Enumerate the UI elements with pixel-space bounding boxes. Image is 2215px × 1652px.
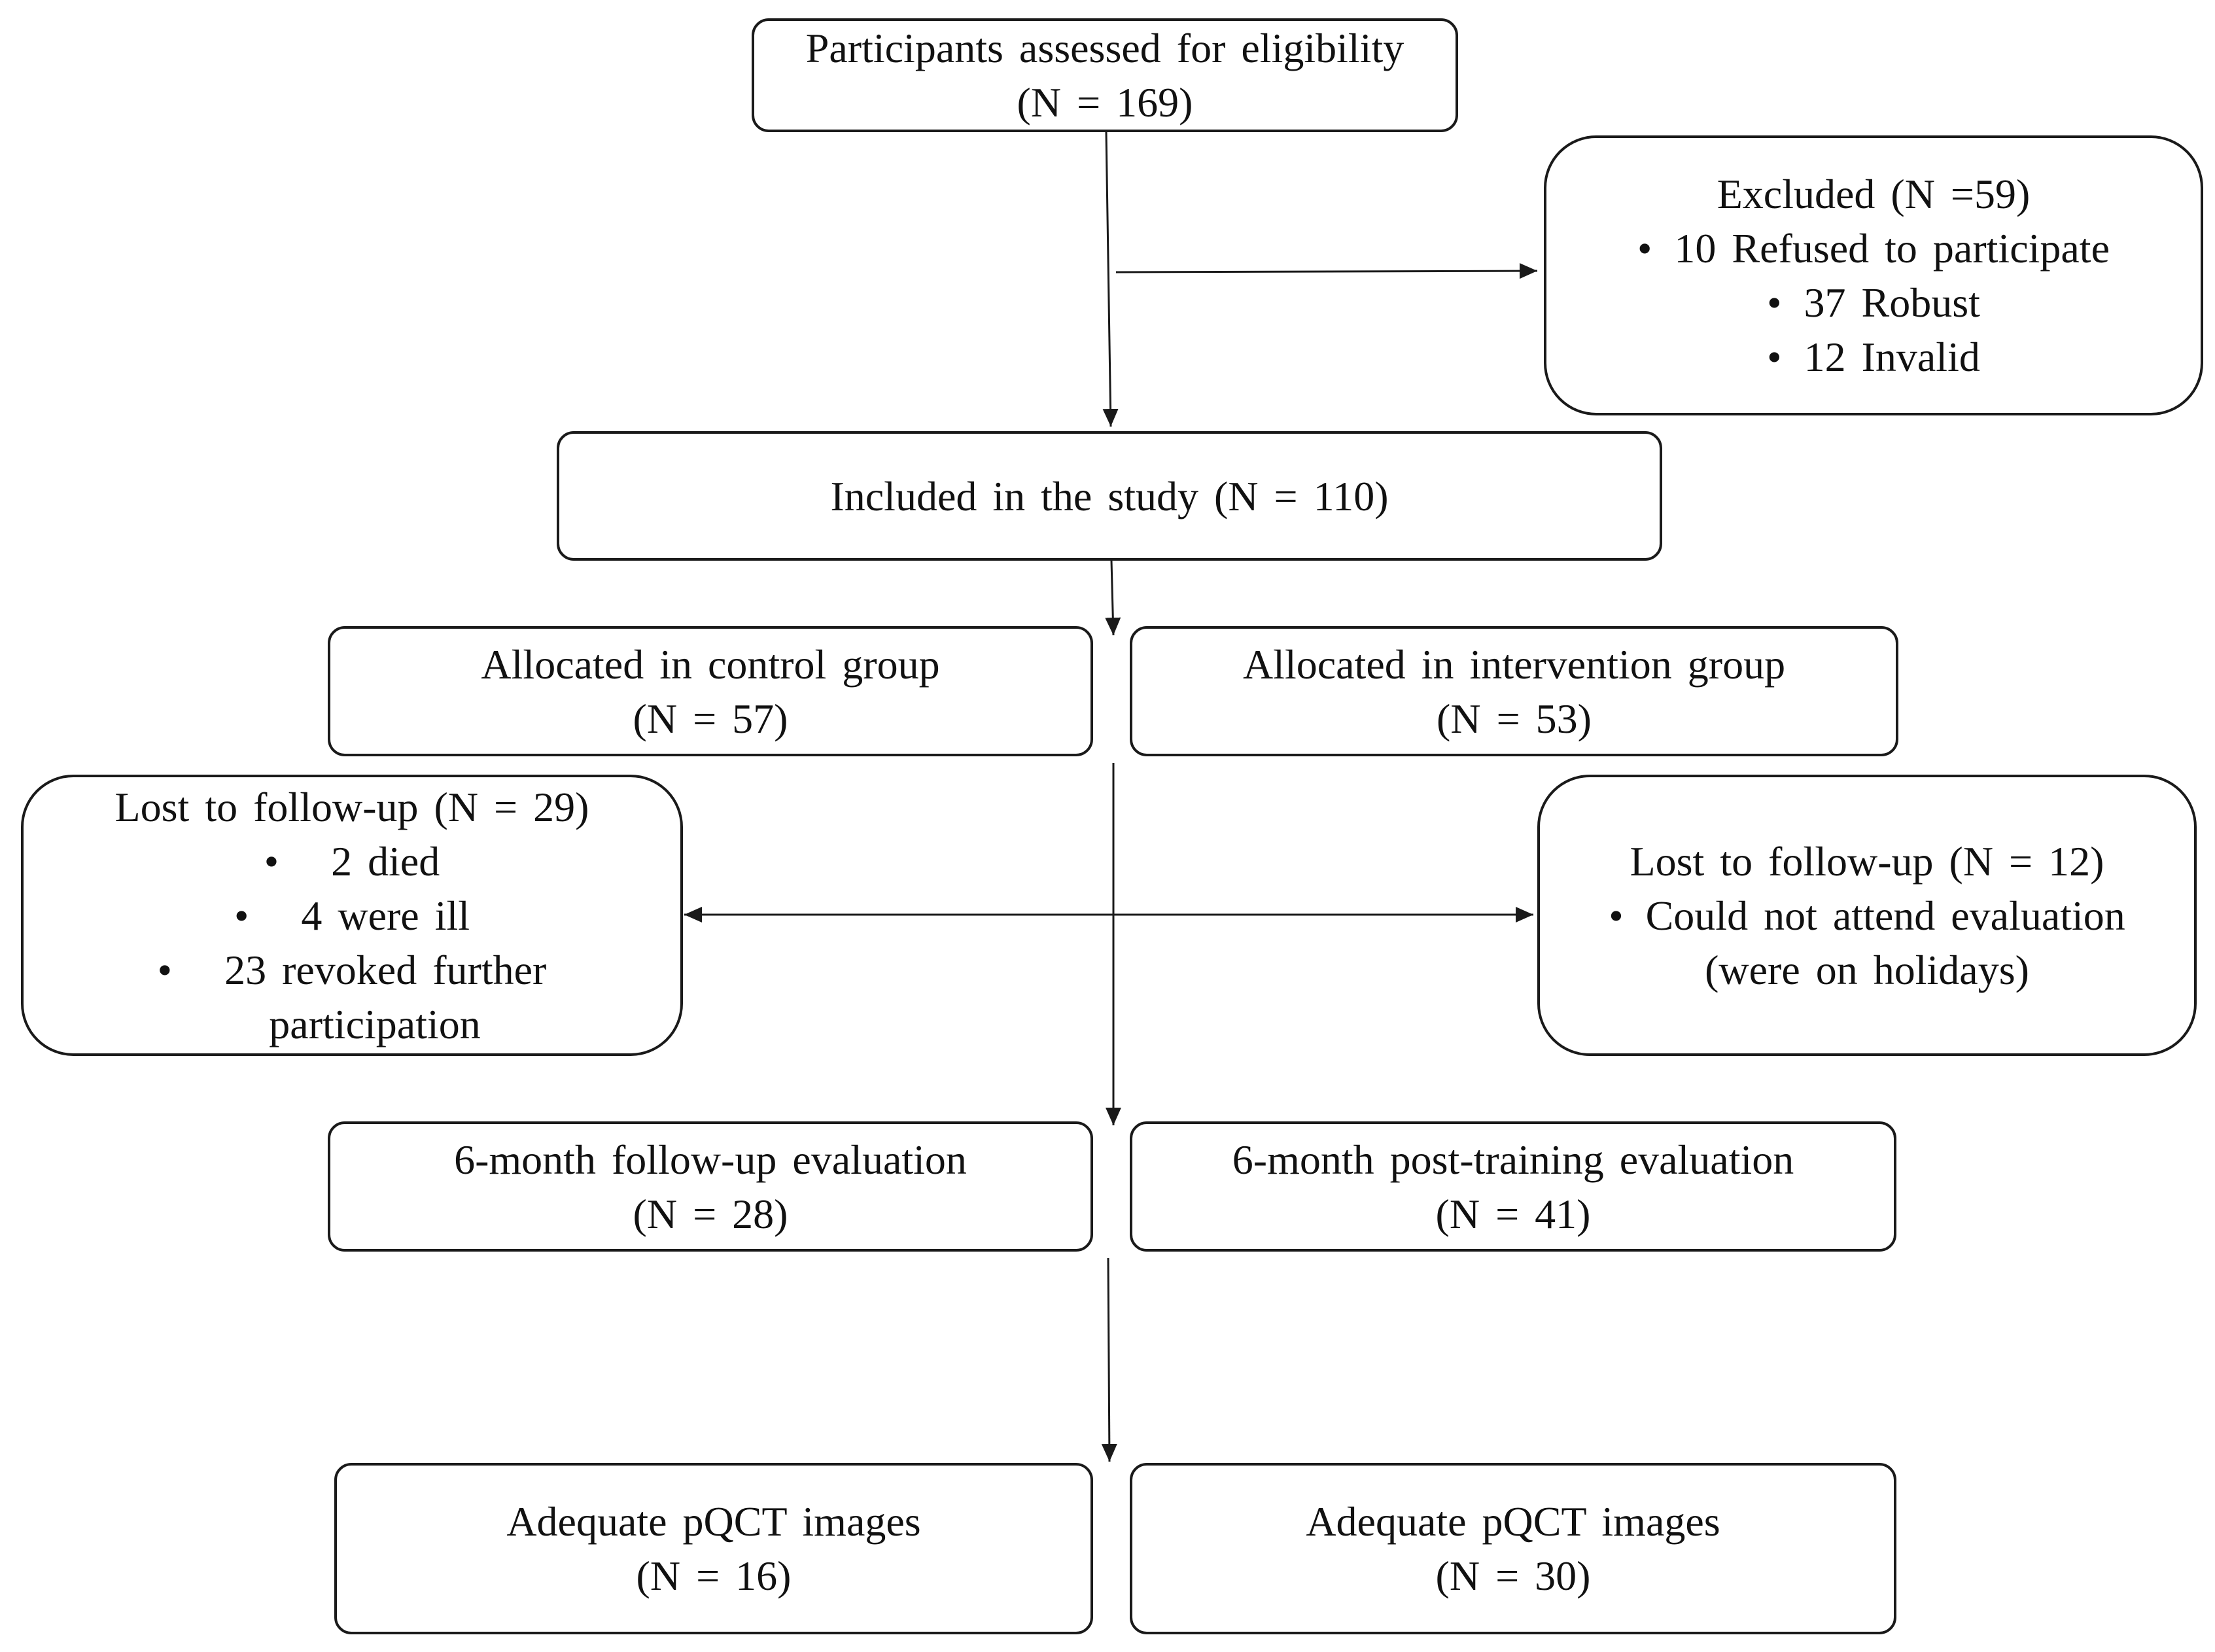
excluded-item: • 12 Invalid (1767, 330, 1980, 384)
arrow-assessed-to-included (1102, 132, 1119, 427)
intervention-lost-item-text: Could not attend evaluation (1645, 892, 2125, 939)
intervention-allocated-title: Allocated in intervention group (1242, 641, 1786, 688)
bullet-icon: • (264, 837, 279, 885)
control-followup-title: 6-month follow-up evaluation (454, 1136, 967, 1183)
control-lost-title: Lost to follow-up (N = 29) (114, 783, 589, 830)
control-images-title: Adequate pQCT images (506, 1498, 921, 1545)
intervention-images-box: Adequate pQCT images (N = 30) (1130, 1463, 1896, 1634)
arrow-to-excluded (1115, 263, 1538, 279)
excluded-title: Excluded (N =59) (1717, 171, 2031, 217)
control-lost-item-text: 4 were ill (301, 892, 470, 939)
excluded-item: • 10 Refused to participate (1637, 221, 2110, 275)
intervention-allocated-box: Allocated in intervention group (N = 53) (1130, 626, 1898, 756)
bullet-icon: • (1767, 279, 1782, 326)
control-lost-item: • 2 died (264, 834, 440, 888)
control-lost-item: • 4 were ill (234, 888, 470, 943)
excluded-box: Excluded (N =59) • 10 Refused to particip… (1544, 135, 2203, 415)
control-lost-box: Lost to follow-up (N = 29) • 2 died • 4 we… (21, 775, 683, 1056)
control-allocated-title: Allocated in control group (481, 641, 940, 688)
control-followup-count: (N = 28) (633, 1190, 788, 1237)
control-lost-item-text: 23 revoked further (224, 946, 547, 993)
arrow-followup-to-images (1101, 1257, 1117, 1462)
control-images-count: (N = 16) (636, 1553, 792, 1599)
intervention-lost-box: Lost to follow-up (N = 12) • Could not at… (1537, 775, 2197, 1056)
intervention-images-count: (N = 30) (1435, 1553, 1591, 1599)
bullet-icon: • (157, 946, 173, 993)
intervention-lost-title: Lost to follow-up (N = 12) (1630, 837, 2104, 885)
assessed-box: Participants assessed for eligibility (N… (752, 18, 1458, 132)
control-followup-box: 6-month follow-up evaluation (N = 28) (328, 1121, 1093, 1252)
intervention-lost-item: • Could not attend evaluation (1609, 888, 2125, 943)
assessed-title: Participants assessed for eligibility (805, 25, 1404, 71)
excluded-item-text: 10 Refused to participate (1674, 225, 2110, 272)
intervention-images-title: Adequate pQCT images (1306, 1498, 1720, 1545)
control-lost-continuation: participation (269, 1000, 481, 1047)
excluded-item-text: 37 Robust (1804, 279, 1980, 326)
excluded-item-text: 12 Invalid (1804, 334, 1980, 380)
control-allocated-box: Allocated in control group (N = 57) (328, 626, 1093, 756)
control-lost-item-text: 2 died (331, 837, 440, 885)
included-box: Included in the study (N = 110) (557, 431, 1662, 561)
assessed-count: (N = 169) (1017, 79, 1193, 126)
bullet-icon: • (1767, 334, 1782, 380)
bullet-icon: • (1609, 892, 1624, 939)
bullet-icon: • (1637, 225, 1652, 272)
included-title: Included in the study (N = 110) (830, 472, 1389, 519)
bullet-icon: • (234, 892, 249, 939)
control-allocated-count: (N = 57) (633, 695, 788, 742)
control-images-box: Adequate pQCT images (N = 16) (334, 1463, 1093, 1634)
excluded-item: • 37 Robust (1767, 275, 1980, 330)
intervention-followup-count: (N = 41) (1435, 1190, 1591, 1237)
intervention-followup-box: 6-month post-training evaluation (N = 41… (1130, 1121, 1896, 1252)
control-lost-item: • 23 revoked further (158, 943, 547, 997)
intervention-allocated-count: (N = 53) (1437, 695, 1592, 742)
intervention-lost-continuation: (were on holidays) (1705, 946, 2029, 993)
arrow-included-to-allocation (1105, 560, 1121, 636)
intervention-followup-title: 6-month post-training evaluation (1232, 1136, 1794, 1183)
